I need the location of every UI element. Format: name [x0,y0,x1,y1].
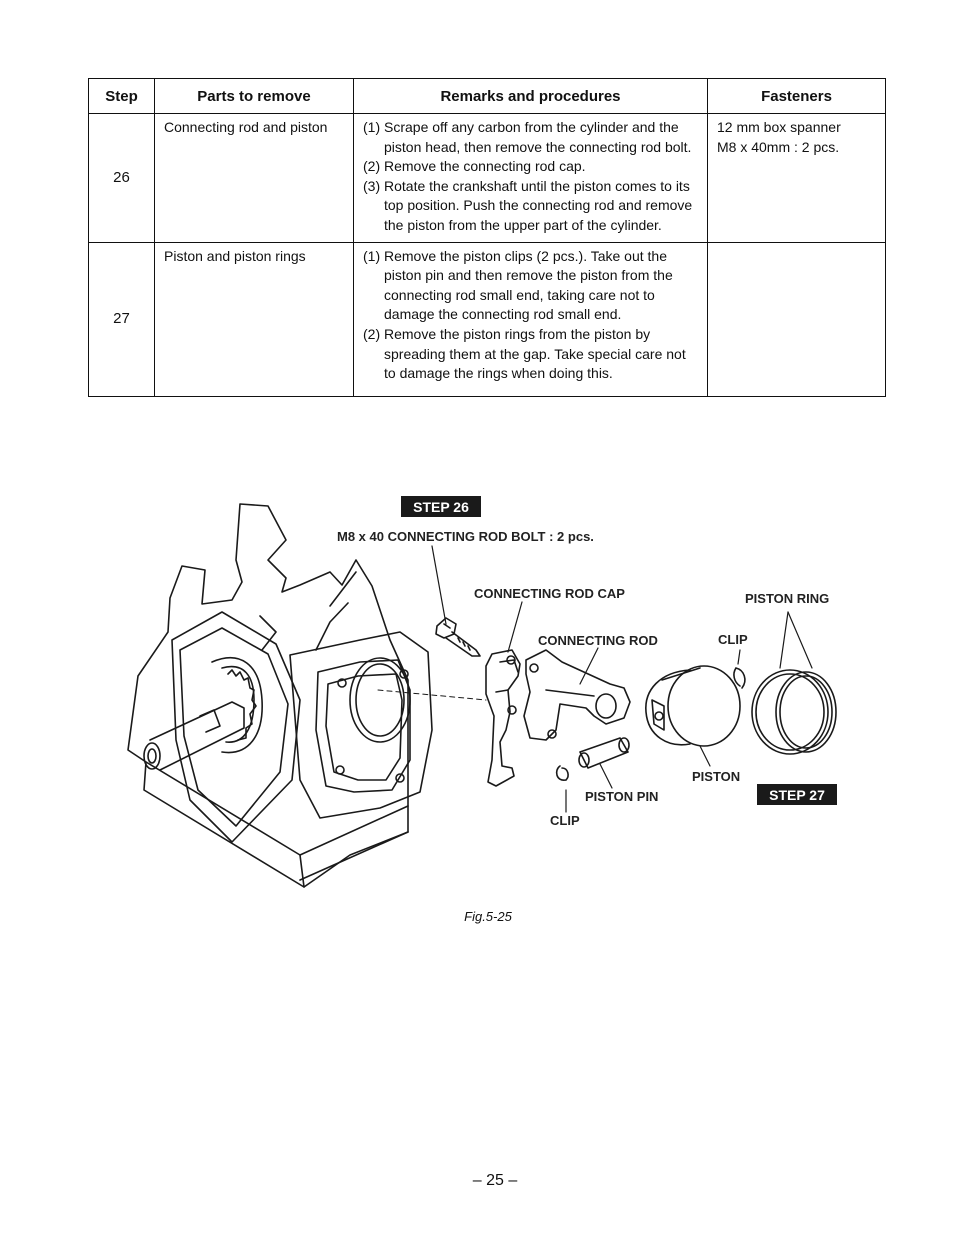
piston-label: PISTON [692,769,740,784]
fastener-item: 12 mm box spanner [717,119,841,135]
piston-pin-label: PISTON PIN [585,789,658,804]
table-header-row: Step Parts to remove Remarks and procedu… [88,78,886,114]
clip-label-top: CLIP [718,632,748,647]
connecting-rod-illustration [523,649,631,741]
piston-pin-illustration [578,737,630,769]
header-parts: Parts to remove [154,78,354,114]
step-27-tag: STEP 27 [757,784,837,805]
bolt-label: M8 x 40 CONNECTING ROD BOLT : 2 pcs. [337,529,594,544]
header-step: Step [88,78,155,114]
connecting-rod-cap-illustration [485,649,521,787]
procedure-item: (2)Remove the piston rings from the pist… [363,325,686,382]
exploded-view-figure: STEP 26 STEP 27 M8 x 40 CONNECTING ROD B… [127,496,837,888]
step-26-label: STEP 26 [413,499,469,515]
step-27-label: STEP 27 [769,787,825,803]
step-number: 27 [88,241,155,397]
fasteners-cell [707,241,886,397]
procedure-table: Step Parts to remove Remarks and procedu… [88,78,886,397]
piston-illustration [645,665,741,747]
figure-caption: Fig.5-25 [464,909,512,924]
parts-cell: Piston and piston rings [154,241,354,397]
procedure-item: (1)Remove the piston clips (2 pcs.). Tak… [363,247,673,323]
procedure-item: (3)Rotate the crankshaft until the pisto… [363,177,693,233]
rod-label: CONNECTING ROD [538,633,658,648]
procedure-list: (1)Scrape off any carbon from the cylind… [363,118,699,236]
leader-lines [431,545,813,813]
procedure-item: (1)Scrape off any carbon from the cylind… [363,119,692,155]
procedure-list: (1)Remove the piston clips (2 pcs.). Tak… [363,247,699,384]
clip-illustration-bottom [555,765,569,781]
rod-cap-label: CONNECTING ROD CAP [474,586,625,601]
fasteners-cell: 12 mm box spanner M8 x 40mm : 2 pcs. [707,113,886,243]
connecting-rod-bolt-illustration [435,617,481,657]
table-row: 27 Piston and piston rings (1)Remove the… [88,241,886,397]
remarks-cell: (1)Remove the piston clips (2 pcs.). Tak… [353,241,708,397]
clip-illustration-top [733,667,746,689]
crankcase-illustration [127,503,433,888]
procedure-item: (2)Remove the connecting rod cap. [363,158,586,175]
fastener-item: M8 x 40mm : 2 pcs. [717,138,840,155]
remarks-cell: (1)Scrape off any carbon from the cylind… [353,113,708,243]
table-row: 26 Connecting rod and piston (1)Scrape o… [88,113,886,243]
piston-ring-label: PISTON RING [745,591,829,606]
page-number: – 25 – [472,1172,518,1189]
piston-rings-illustration [751,669,837,755]
clip-label-bottom: CLIP [550,813,580,828]
step-26-tag: STEP 26 [401,496,481,517]
header-fasteners: Fasteners [707,78,886,114]
